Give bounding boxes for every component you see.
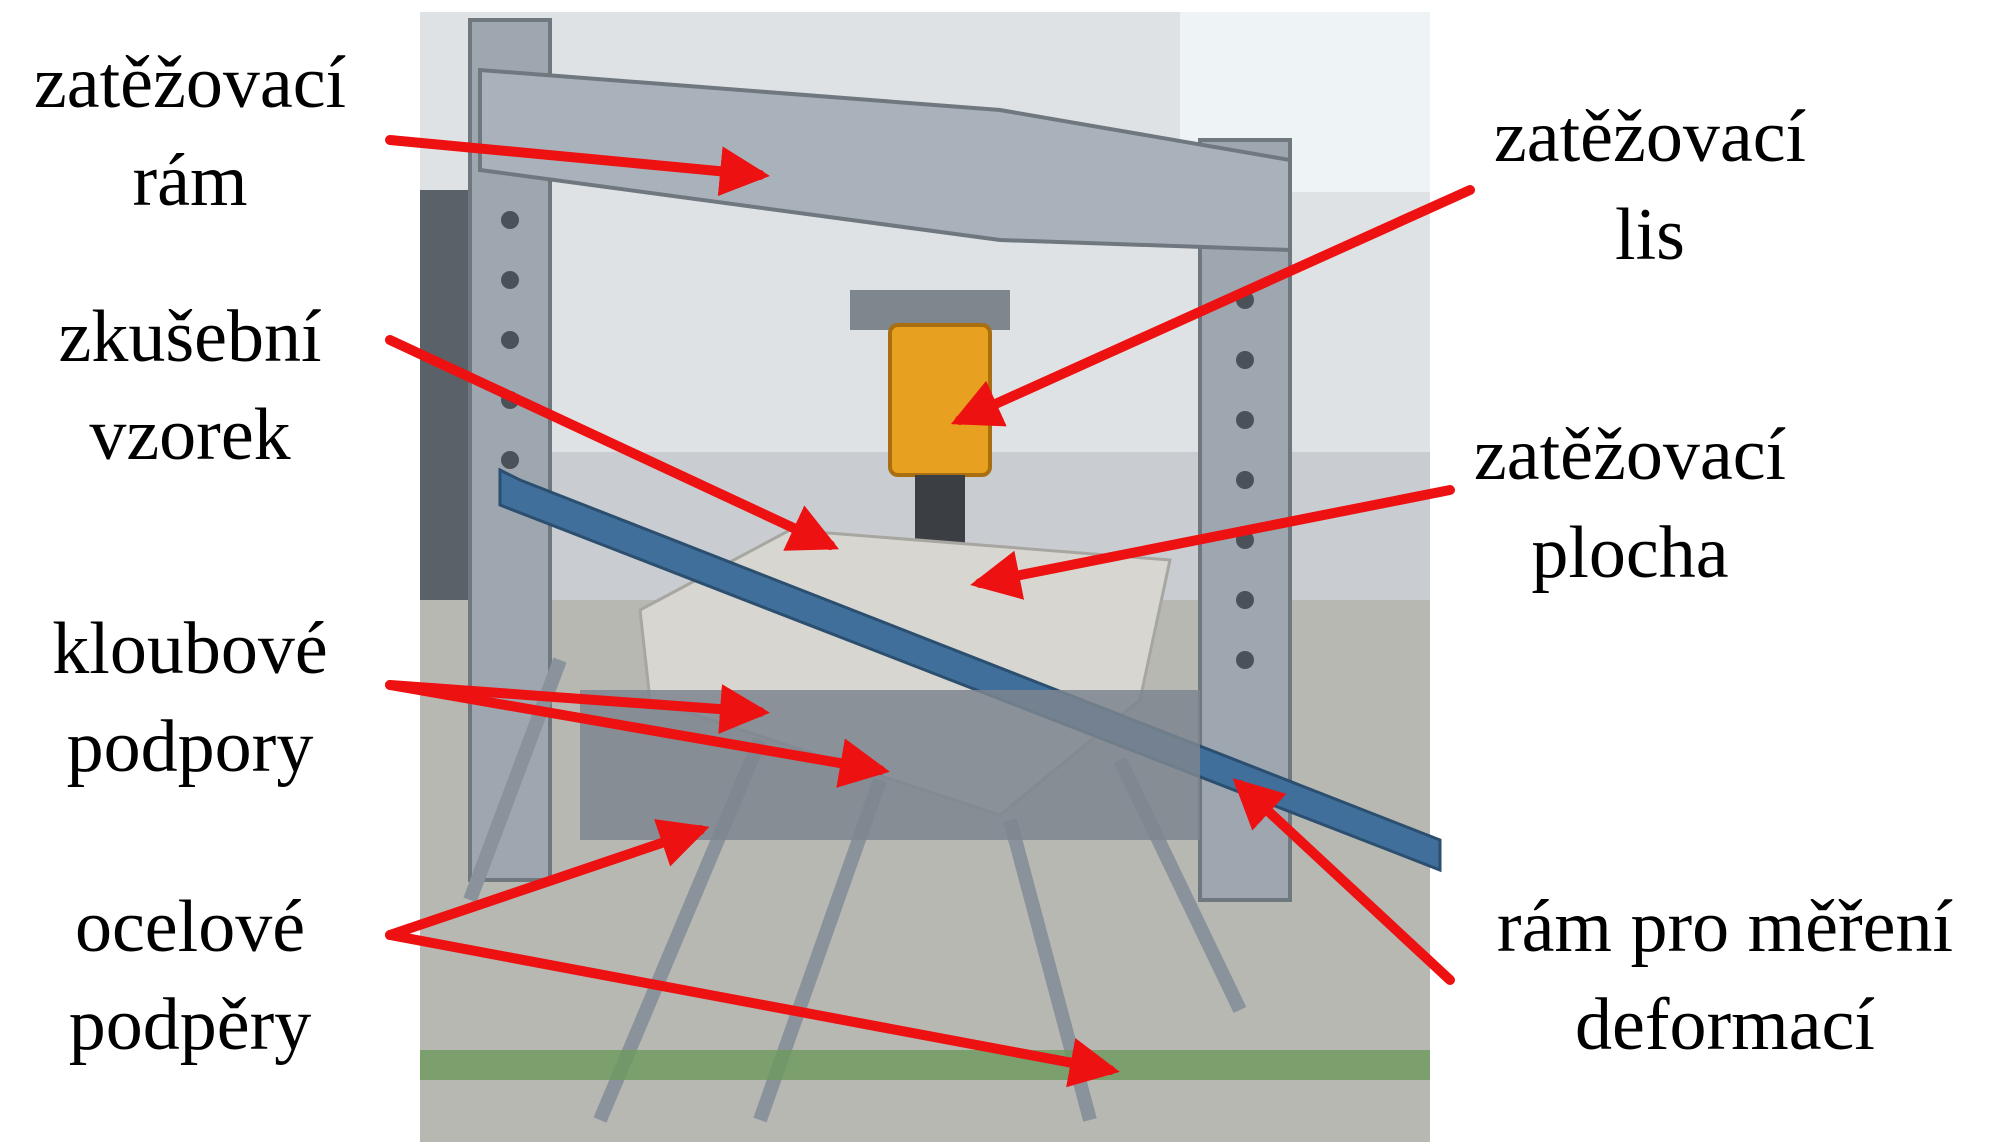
arrow-specimen — [385, 335, 840, 551]
label-loading-press: zatěžovací lis — [1440, 88, 1860, 284]
label-measurement-frame-line-2: deformací — [1575, 984, 1875, 1066]
label-loading-frame: zatěžovací rám — [0, 34, 380, 230]
label-loading-press-line-2: lis — [1615, 194, 1685, 276]
label-loading-plate-line-2: plocha — [1531, 512, 1729, 594]
annotation-arrows — [385, 135, 1475, 1088]
label-steel-props: ocelové podpěry — [0, 878, 380, 1074]
label-loading-plate: zatěžovací plocha — [1410, 406, 1850, 602]
label-loading-frame-line-1: zatěžovací — [33, 42, 347, 124]
label-hinged-supports: kloubové podpory — [0, 600, 380, 796]
label-loading-press-line-1: zatěžovací — [1493, 96, 1807, 178]
press-cylinder — [888, 323, 992, 477]
label-specimen-line-2: vzorek — [89, 394, 291, 476]
label-specimen-line-1: zkušební — [58, 296, 322, 378]
label-steel-props-line-2: podpěry — [68, 984, 312, 1066]
arrow-measurement-frame — [1232, 778, 1455, 985]
measurement-beam — [498, 467, 1442, 873]
label-steel-props-line-1: ocelové — [74, 886, 306, 968]
arrow-steel-prop-1 — [385, 819, 710, 940]
label-measurement-frame: rám pro měření deformací — [1450, 878, 2000, 1074]
arrow-hinged-support-2 — [385, 680, 890, 788]
label-hinged-supports-line-1: kloubové — [52, 608, 328, 690]
arrow-loading-frame — [385, 135, 770, 197]
label-loading-frame-line-2: rám — [132, 140, 248, 222]
label-hinged-supports-line-2: podpory — [66, 706, 314, 788]
arrow-loading-press — [950, 185, 1475, 427]
label-measurement-frame-line-1: rám pro měření — [1496, 886, 1954, 968]
column-holes — [501, 211, 1254, 669]
arrow-hinged-support-1 — [385, 680, 770, 735]
label-loading-plate-line-1: zatěžovací — [1473, 414, 1787, 496]
frame-beam — [478, 67, 1292, 253]
arrow-steel-prop-2 — [385, 930, 1120, 1088]
arrow-loading-plate — [970, 485, 1455, 600]
floor-rail — [420, 1050, 1430, 1080]
label-specimen: zkušební vzorek — [0, 288, 380, 484]
support-base — [580, 690, 1200, 840]
